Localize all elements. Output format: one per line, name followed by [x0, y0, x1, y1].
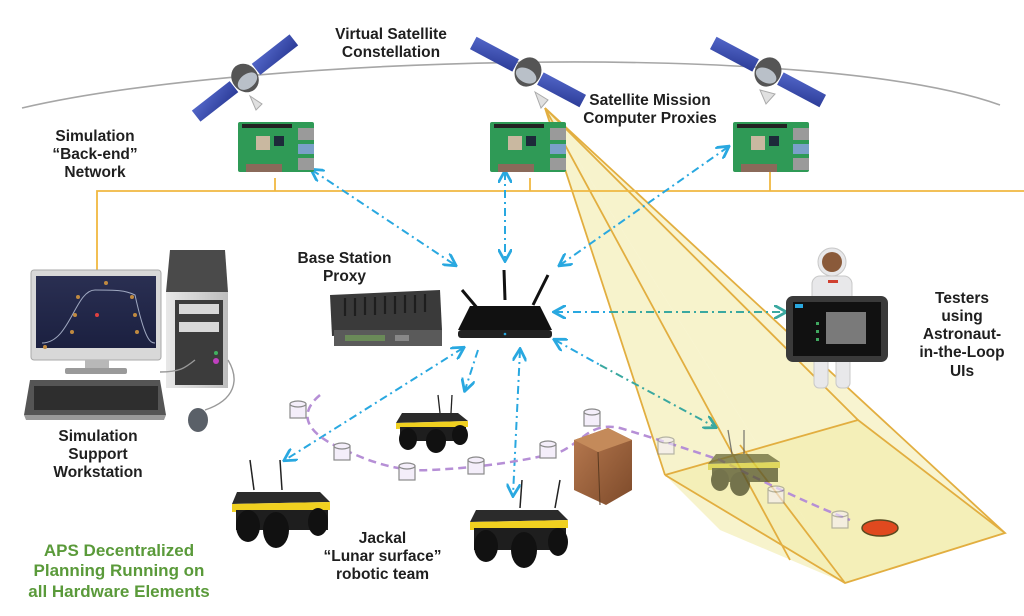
desktop-computer	[24, 250, 235, 432]
tower	[166, 250, 228, 388]
satellite-1	[191, 34, 299, 122]
tablet	[786, 296, 888, 362]
jackal-rover-1	[232, 459, 330, 548]
raspberry-pi-2	[490, 122, 566, 172]
label-aps-decentralized-planning: APS Decentralized Planning Running on al…	[28, 541, 210, 601]
mouse-cable	[159, 359, 235, 411]
keyboard	[24, 380, 166, 420]
mouse	[188, 408, 208, 432]
label-jackal-robotic-team: Jackal “Lunar surface” robotic team	[323, 530, 442, 584]
satellite-1-antenna	[248, 94, 263, 111]
target-marker	[861, 519, 899, 537]
backend-network-wires	[96, 166, 1024, 304]
label-virtual-satellite-constellation: Virtual Satellite Constellation	[335, 26, 447, 62]
base-station-box	[330, 290, 442, 346]
label-testers-astronaut-in-the-loop: Testers using Astronaut- in-the-Loop UIs	[919, 290, 1005, 380]
satellite-3-antenna	[759, 89, 776, 105]
obstacle-box	[574, 428, 632, 506]
satellite-2	[469, 36, 587, 108]
satellite-2-antenna	[534, 90, 549, 109]
wifi-router	[458, 269, 552, 338]
wireless-links	[285, 147, 728, 495]
label-simulation-support-workstation: Simulation Support Workstation	[53, 428, 143, 482]
jackal-rover-3	[470, 479, 568, 568]
raspberry-pi-3	[733, 122, 809, 172]
astronaut-with-tablet	[786, 247, 888, 389]
label-satellite-mission-computer-proxies: Satellite Mission Computer Proxies	[583, 92, 717, 128]
monitor	[30, 269, 162, 374]
raspberry-pi-1	[238, 122, 314, 172]
waypoints	[289, 400, 849, 529]
sensor-links	[599, 312, 785, 427]
label-simulation-backend-network: Simulation “Back-end” Network	[52, 128, 138, 182]
label-base-station-proxy: Base Station Proxy	[297, 250, 392, 286]
jackal-rover-2	[396, 394, 468, 453]
jackal-rover-4	[708, 429, 780, 496]
satellite-3	[709, 36, 827, 108]
